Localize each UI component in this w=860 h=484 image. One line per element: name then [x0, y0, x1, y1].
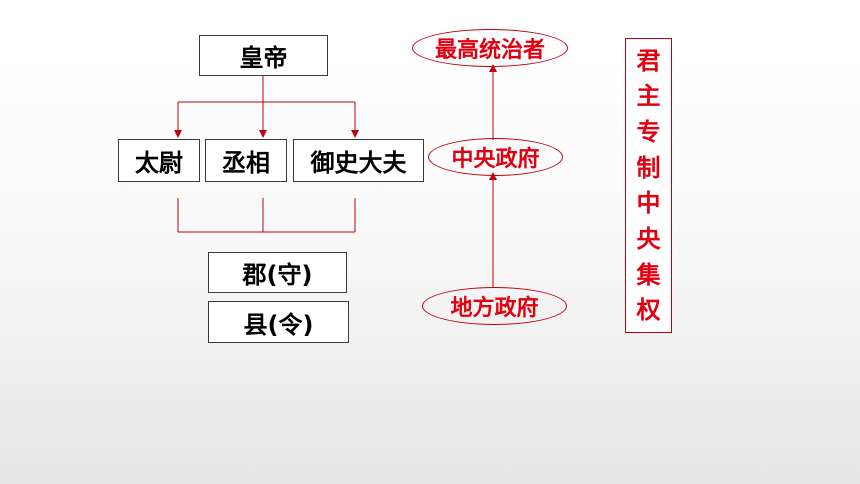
minister-box-yushidafu: 御史大夫	[293, 139, 424, 182]
prefecture-box: 郡(守)	[208, 252, 347, 293]
side-title-char: 中	[636, 189, 661, 218]
county-box: 县(令)	[208, 301, 349, 343]
side-title-box: 君 主 专 制 中 央 集 权	[625, 38, 672, 333]
side-title-char: 君	[636, 46, 661, 75]
side-title-char: 集	[636, 260, 661, 289]
emperor-box: 皇帝	[199, 35, 328, 76]
level-top-oval: 最高统治者	[412, 29, 568, 67]
side-title-char: 专	[636, 118, 661, 147]
level-middle-oval: 中央政府	[428, 138, 563, 176]
level-bottom-oval: 地方政府	[422, 287, 567, 325]
side-title-char: 央	[636, 224, 661, 253]
side-title-char: 权	[636, 296, 661, 325]
minister-box-taiwei: 太尉	[118, 139, 200, 182]
side-title-char: 制	[636, 153, 661, 182]
side-title-char: 主	[636, 82, 661, 111]
minister-box-chengxiang: 丞相	[205, 139, 287, 182]
